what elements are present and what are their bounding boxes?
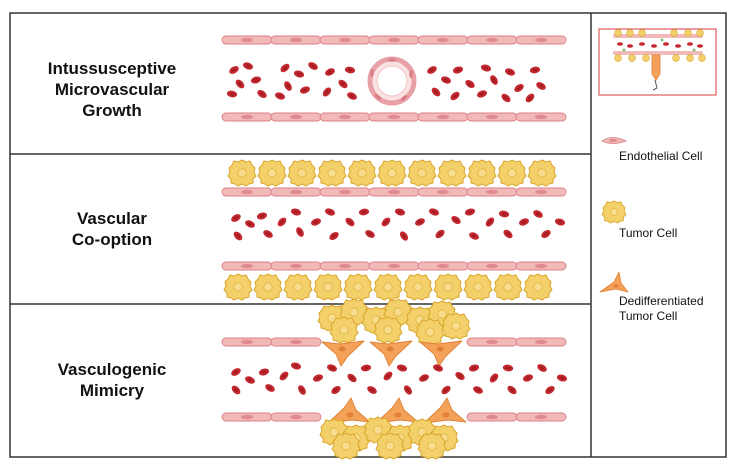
row1-title: Intussusceptive Microvascular Growth [14,58,210,121]
legend-dediff-label: Dedifferentiated Tumor Cell [619,294,704,324]
row1-top-endothelium [221,35,567,45]
panel-frame [9,12,727,458]
row2-title-line2: Co-option [71,230,153,249]
row2-top-endothelium [221,187,567,197]
row2-title: Vascular Co-option [14,208,210,250]
row3-title: Vasculogenic Mimicry [14,359,210,401]
row3-bottom-dedifferentiated-cells [327,397,467,424]
row3-top-tumor-cluster [317,298,471,346]
endothelial-cell-icon [601,137,628,144]
vessel-thumbnail-icon [598,28,717,96]
row3-title-line1: Vasculogenic [57,360,167,379]
row3-red-blood-cells [229,361,568,397]
legend-dediff-line2: Tumor Cell [619,309,678,323]
row1-title-line1: Intussusceptive [47,59,177,78]
tumor-cell-icon [601,200,627,224]
row1-intussusceptive-pillar [367,56,417,106]
row1-title-line3: Growth [82,101,142,120]
legend-endothelial-label: Endothelial Cell [619,149,703,163]
row2-bottom-endothelium [221,261,567,271]
legend-tumor-label: Tumor Cell [619,226,678,240]
row3-title-line2: Mimicry [79,381,145,400]
legend-dediff-line1: Dedifferentiated [619,294,704,308]
row3-bottom-tumor-cluster [319,416,459,460]
row2-red-blood-cells [229,207,566,243]
row1-bottom-endothelium [221,112,567,122]
row3-top-dedifferentiated-cells [321,340,463,367]
row2-top-tumor-cells [227,159,557,187]
row2-bottom-tumor-cells [223,273,553,301]
row2-title-line1: Vascular [77,209,147,228]
dedifferentiated-tumor-cell-icon [599,271,629,293]
row1-title-line2: Microvascular [54,80,170,99]
